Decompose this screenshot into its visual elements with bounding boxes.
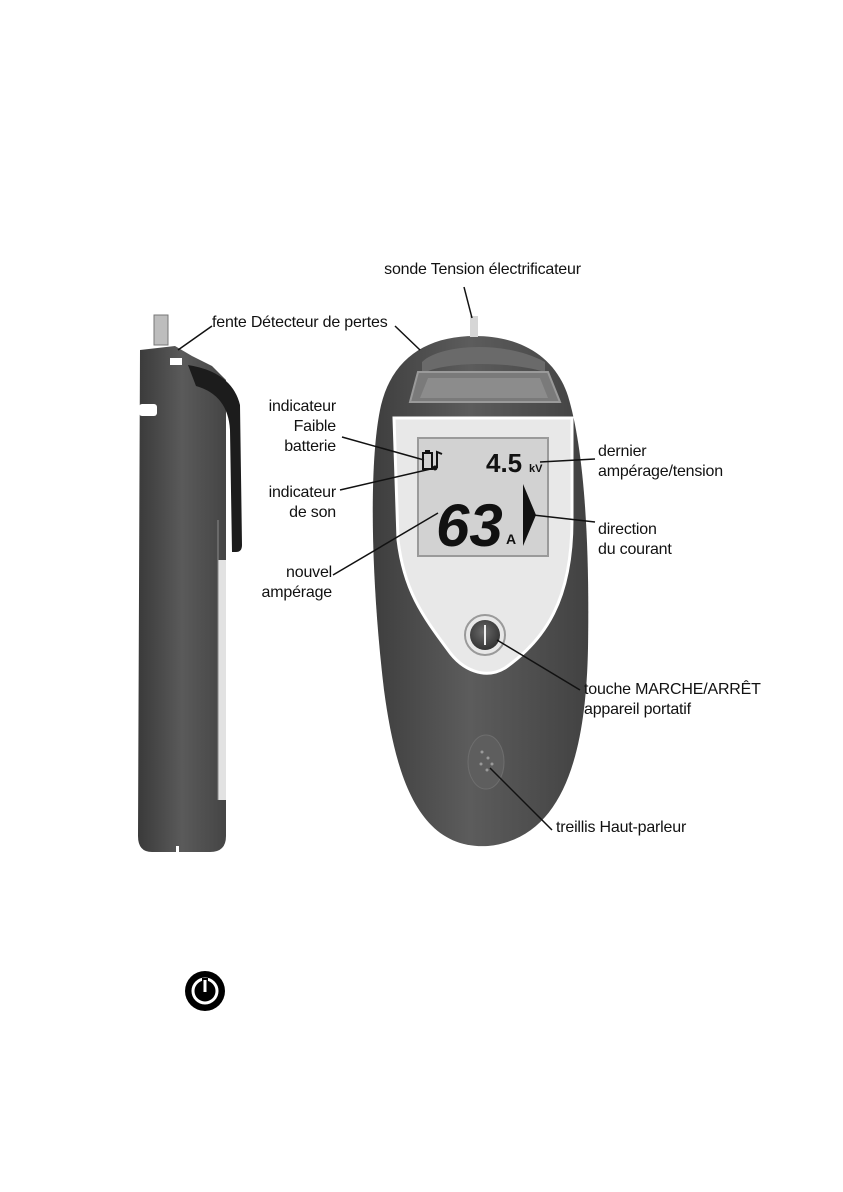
front-view (373, 316, 589, 846)
label-direction: direction du courant (598, 520, 672, 560)
label-sound: indicateur de son (240, 483, 336, 523)
label-slot: fente Détecteur de pertes (212, 313, 388, 333)
last-reading: 4.5 (486, 448, 522, 478)
side-light-strip (218, 560, 226, 800)
current-reading: 63 (436, 492, 503, 559)
label-last-value: dernier ampérage/tension (598, 442, 723, 482)
side-notch-1 (139, 404, 157, 416)
last-reading-unit: kV (529, 463, 543, 475)
label-onoff: touche MARCHE/ARRÊT appareil portatif (584, 680, 761, 720)
label-speaker: treillis Haut-parleur (556, 818, 686, 838)
power-button[interactable] (465, 615, 505, 655)
side-bottom-notch (176, 846, 179, 854)
side-body (138, 346, 226, 852)
label-battery: indicateur Faible batterie (240, 397, 336, 457)
side-view (138, 315, 242, 854)
label-probe: sonde Tension électrificateur (380, 260, 585, 280)
leader-slot-front (395, 326, 420, 350)
leader-probe (464, 287, 472, 318)
side-probe (154, 315, 168, 345)
label-new-current: nouvel ampérage (236, 563, 332, 603)
probe-tip (470, 316, 478, 337)
speaker-grille (468, 735, 504, 789)
leader-slot (178, 326, 212, 350)
current-reading-unit: A (506, 531, 516, 547)
power-icon (183, 969, 227, 1013)
top-window-inner (420, 378, 548, 398)
side-notch-2 (170, 358, 182, 365)
